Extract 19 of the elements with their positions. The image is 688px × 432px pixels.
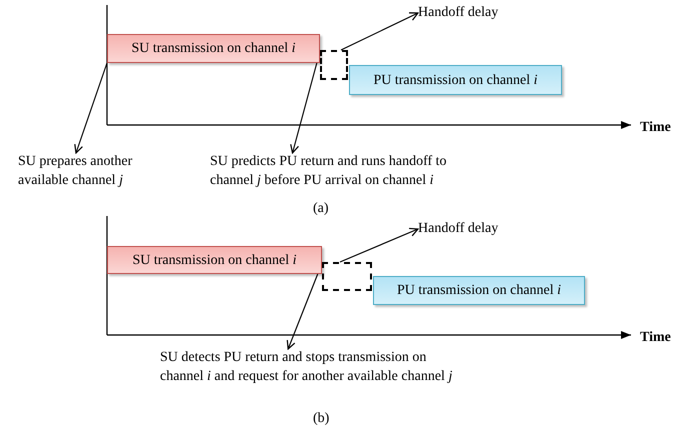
dashed-box [320, 50, 348, 80]
arrow [286, 274, 318, 350]
annotation-text: Handoff delay [418, 4, 514, 22]
su-transmission-bar: SU transmission on channel i [107, 34, 320, 63]
panel-label: (a) [313, 200, 329, 218]
annotation-text: SU detects PU return and stops transmission on channel i and request for another available channel j [160, 349, 465, 387]
arrow [74, 62, 108, 154]
time-label: Time [640, 329, 671, 347]
su-transmission-bar: SU transmission on channel i [107, 246, 322, 274]
dashed-box [322, 262, 372, 291]
annotation-text: Handoff delay [418, 220, 514, 238]
arrow [340, 12, 419, 50]
annotation-text: SU prepares another available channel j [18, 153, 163, 191]
pu-transmission-bar: PU transmission on channel i [373, 276, 585, 305]
pu-transmission-bar: PU transmission on channel i [349, 65, 562, 95]
time-label: Time [640, 119, 671, 137]
arrow [340, 228, 419, 262]
annotation-text: SU predicts PU return and runs handoff to channel j before PU arrival on channel i [210, 153, 485, 191]
panel-label: (b) [313, 410, 330, 428]
